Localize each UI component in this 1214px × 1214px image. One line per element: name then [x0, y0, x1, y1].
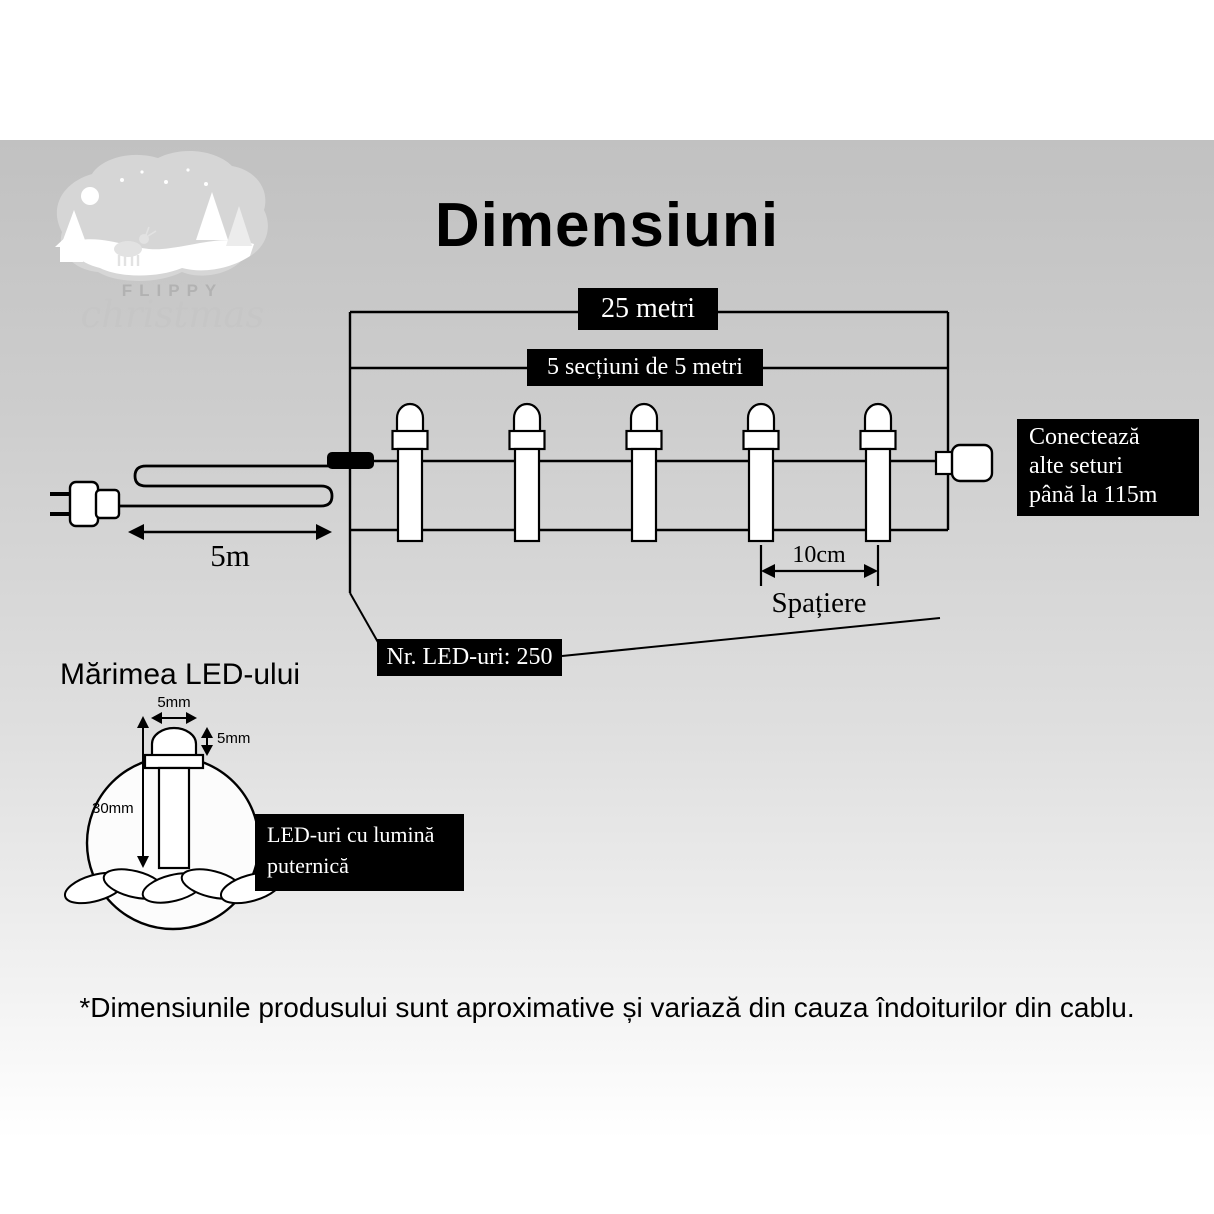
led-count-pointer	[349, 592, 941, 657]
inline-connector	[327, 452, 374, 469]
led-bulb	[391, 402, 429, 543]
spacing-value-label: 10cm	[792, 542, 846, 568]
connector-note-line: alte seturi	[1029, 453, 1123, 479]
end-connector-icon	[934, 443, 994, 483]
tree-icon	[226, 206, 252, 246]
detail-dimension-arrows	[137, 712, 213, 868]
led-brightness-callout: LED-uri cu lumină puternică	[255, 814, 464, 891]
lead-length-label: 5m	[210, 538, 250, 573]
led-bulb	[742, 402, 780, 543]
led-size-heading: Mărimea LED-ului	[60, 658, 301, 691]
led-count-label: Nr. LED-uri: 250	[377, 639, 562, 676]
tree-icon	[63, 210, 85, 240]
connector-note-line: Conectează	[1029, 424, 1140, 450]
connector-note-line: până la 115m	[1029, 482, 1158, 508]
led-bulb	[508, 402, 546, 543]
connector-note: Conectează alte seturi până la 115m	[1017, 419, 1199, 516]
lead-cable	[119, 464, 334, 508]
power-plug-icon	[50, 480, 121, 528]
tree-icon	[196, 192, 228, 240]
led-brightness-line: LED-uri cu lumină	[267, 822, 435, 847]
bulb-tip-label: 5mm	[217, 730, 251, 747]
brand-script-name: christmas	[80, 293, 265, 336]
page-title: Dimensiuni	[434, 191, 780, 260]
bulb-width-label: 5mm	[157, 694, 191, 711]
house-icon	[55, 232, 87, 247]
brand-name: FLIPPY	[121, 281, 224, 300]
led-detail-bulb	[143, 726, 205, 870]
led-bulb	[859, 402, 897, 543]
sections-label: 5 secțiuni de 5 metri	[527, 349, 763, 386]
disclaimer-text: *Dimensiunile produsului sunt aproximati…	[79, 992, 1135, 1023]
led-brightness-line: puternică	[267, 853, 349, 878]
moon-icon	[81, 187, 99, 205]
led-bulb	[625, 402, 663, 543]
bulb-length-label: 30mm	[92, 800, 134, 817]
spacing-arrow	[759, 545, 880, 586]
deer-icon	[114, 226, 157, 266]
total-length-label: 25 metri	[578, 288, 718, 330]
twisted-cable	[63, 868, 283, 905]
spacing-caption: Spațiere	[771, 587, 867, 619]
winter-scene-illustration	[55, 151, 268, 281]
lead-length-arrow	[128, 524, 332, 540]
